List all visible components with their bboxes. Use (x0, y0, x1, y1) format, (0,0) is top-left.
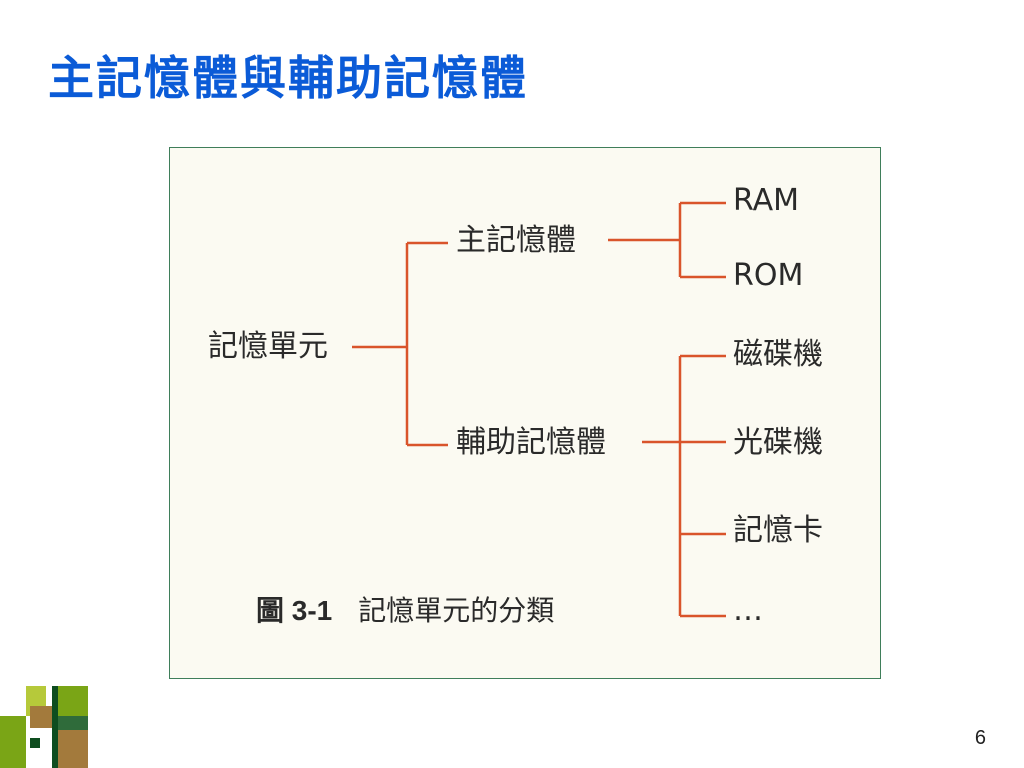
node-ram: RAM (733, 183, 800, 218)
classification-figure: 記憶單元 主記憶體 輔助記憶體 RAM ROM 磁碟機 光碟機 記憶卡 … 圖 … (169, 147, 881, 679)
node-optical-drive: 光碟機 (733, 425, 823, 460)
node-secondary-memory: 輔助記憶體 (456, 425, 606, 460)
figure-caption: 圖 3-1 記憶單元的分類 (256, 589, 554, 629)
node-root: 記憶單元 (208, 329, 328, 364)
tree-connectors (352, 201, 726, 618)
page-number: 6 (974, 727, 986, 749)
node-rom: ROM (733, 258, 804, 293)
node-memory-card: 記憶卡 (733, 513, 823, 548)
caption-number: 圖 3-1 (256, 595, 333, 626)
node-disk-drive: 磁碟機 (733, 337, 823, 372)
node-primary-memory: 主記憶體 (456, 223, 576, 258)
corner-decoration (0, 686, 88, 768)
caption-text: 記憶單元的分類 (358, 594, 555, 627)
slide-title: 主記憶體與輔助記憶體 (48, 51, 528, 105)
node-more: … (733, 593, 763, 628)
